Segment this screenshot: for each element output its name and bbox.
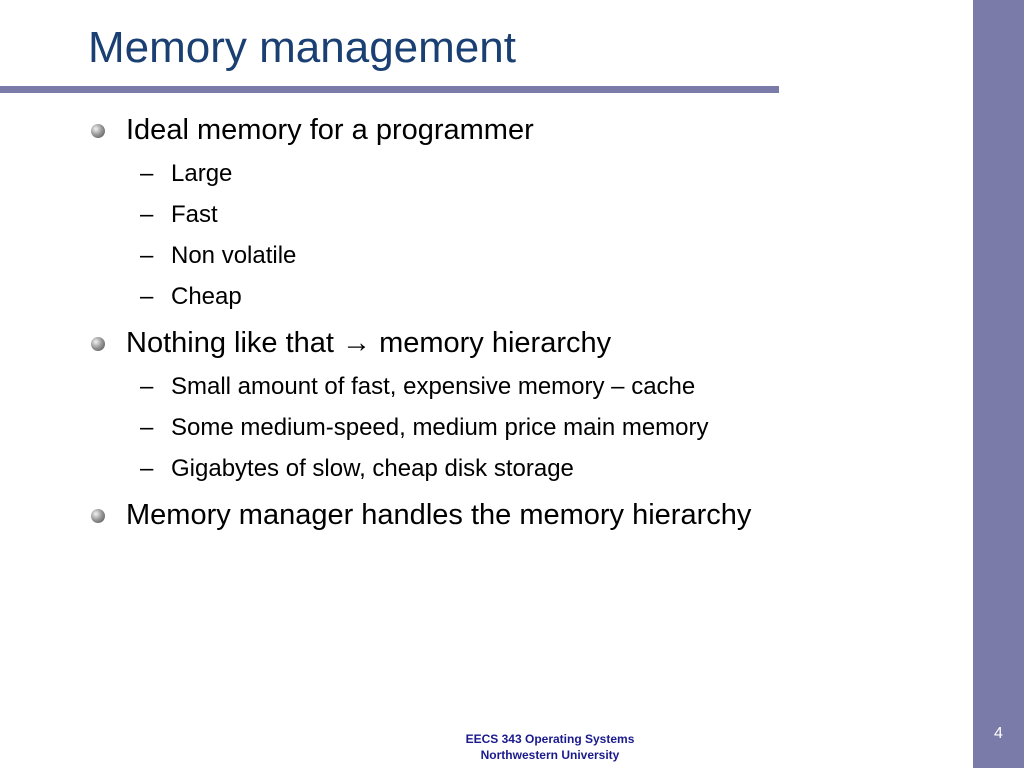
- side-accent-band: [973, 0, 1024, 768]
- dash-marker: –: [140, 373, 154, 400]
- bullet-icon: [91, 124, 105, 138]
- bullet-item: Ideal memory for a programmer: [126, 114, 534, 146]
- sub-item: Small amount of fast, expensive memory –…: [171, 373, 696, 400]
- dash-marker: –: [140, 201, 154, 228]
- bullet-item: Memory manager handles the memory hierar…: [126, 499, 752, 531]
- slide-footer: EECS 343 Operating Systems Northwestern …: [400, 731, 700, 763]
- bullet-item: Nothing like that → memory hierarchy: [126, 327, 612, 359]
- sub-item: Gigabytes of slow, cheap disk storage: [171, 455, 574, 482]
- bullet-icon: [91, 509, 105, 523]
- sub-item: Non volatile: [171, 242, 297, 269]
- sub-item: Fast: [171, 201, 218, 228]
- dash-marker: –: [140, 283, 154, 310]
- footer-course: EECS 343 Operating Systems: [465, 732, 635, 746]
- dash-marker: –: [140, 242, 154, 269]
- slide-title: Memory management: [88, 23, 516, 72]
- title-underline: [0, 86, 779, 93]
- dash-marker: –: [140, 160, 154, 187]
- sub-item: Cheap: [171, 283, 242, 310]
- slide-content: Ideal memory for a programmer – Large – …: [91, 114, 752, 531]
- bullet-icon: [91, 337, 105, 351]
- page-number: 4: [994, 725, 1003, 742]
- sub-item: Large: [171, 160, 233, 187]
- dash-marker: –: [140, 455, 154, 482]
- dash-marker: –: [140, 414, 154, 441]
- footer-institution: Northwestern University: [480, 748, 620, 762]
- sub-item: Some medium-speed, medium price main mem…: [171, 414, 709, 441]
